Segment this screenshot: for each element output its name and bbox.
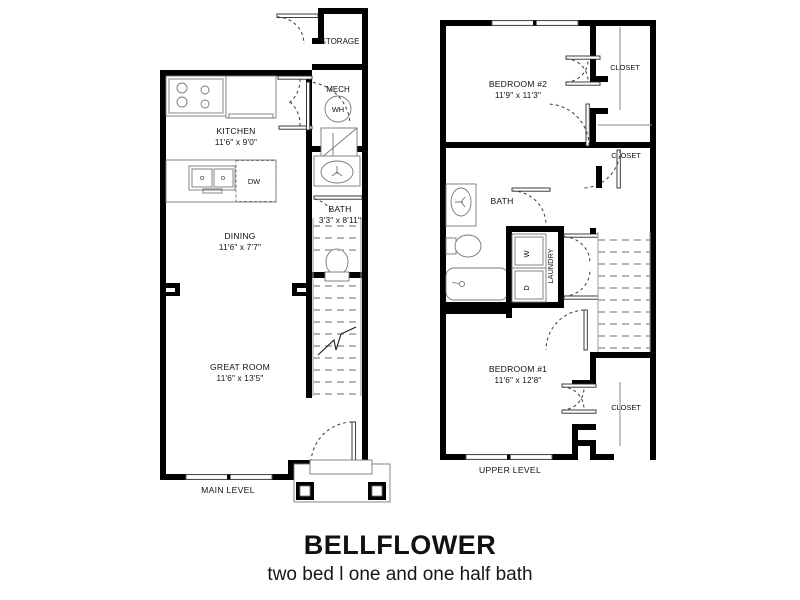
kitchen-dimensions: 11'6" x 9'0"	[215, 138, 257, 147]
great-room-dimensions: 11'6" x 13'5"	[217, 374, 264, 383]
upper-level-label: UPPER LEVEL	[479, 465, 541, 475]
bedroom-1-dimensions: 11'6" x 12'8"	[495, 376, 542, 385]
great-room-label: GREAT ROOM	[210, 362, 270, 372]
dryer-label: D	[522, 285, 531, 290]
closet-middle-label: CLOSET	[611, 151, 641, 160]
laundry-label: LAUNDRY	[546, 248, 555, 283]
main-bath-label: BATH	[328, 204, 351, 214]
upper-bath-label: BATH	[490, 196, 513, 206]
bedroom-1: BEDROOM #1 11'6" x 12'8"	[489, 356, 596, 446]
upper-level-walls	[440, 20, 656, 460]
mech-room: MECH WH	[277, 75, 358, 159]
dining-dimensions: 11'6" x 7'7"	[219, 243, 261, 252]
water-heater-label: WH	[332, 105, 344, 114]
kitchen-label: KITCHEN	[216, 126, 255, 136]
main-level-stairs	[312, 218, 362, 396]
kitchen: DW KITCHEN 11'6" x 9'0"	[165, 75, 277, 203]
main-entry	[293, 421, 391, 503]
closet-top-label: CLOSET	[610, 63, 640, 72]
page-title: BELLFLOWER	[303, 530, 497, 560]
washer-label: W	[522, 250, 531, 257]
title-block: BELLFLOWER two bed l one and one half ba…	[0, 530, 800, 585]
bedroom-2-dimensions: 11'9" x 11'3"	[495, 91, 541, 100]
upper-level-plan: BEDROOM #2 11'9" x 11'3" CLOSET CLOSET	[440, 20, 656, 475]
page-subtitle: two bed l one and one half bath	[267, 564, 533, 585]
bedroom-1-door	[446, 308, 588, 351]
mech-label: MECH	[326, 85, 350, 94]
storage-label: STORAGE	[321, 37, 360, 46]
closet-top: CLOSET	[565, 27, 640, 110]
closet-bottom: CLOSET	[561, 382, 641, 446]
main-level-label: MAIN LEVEL	[201, 485, 255, 495]
closet-bottom-label: CLOSET	[611, 403, 641, 412]
storage-room: STORAGE	[276, 8, 368, 70]
dining-label: DINING	[224, 231, 255, 241]
main-level-plan: STORAGE	[160, 8, 391, 503]
bedroom-2-label: BEDROOM #2	[489, 79, 547, 89]
main-bath: BATH 3'3" x 8'11"	[313, 155, 363, 282]
bedroom-1-label: BEDROOM #1	[489, 364, 547, 374]
upper-bath: BATH	[445, 183, 551, 308]
upper-level-stairs	[590, 228, 656, 358]
dishwasher-label: DW	[248, 177, 260, 186]
main-bath-dimensions: 3'3" x 8'11"	[319, 216, 361, 225]
closet-middle: CLOSET	[581, 124, 652, 189]
laundry: W D LAUNDRY	[506, 226, 599, 308]
bedroom-2: BEDROOM #2 11'9" x 11'3"	[446, 26, 656, 148]
